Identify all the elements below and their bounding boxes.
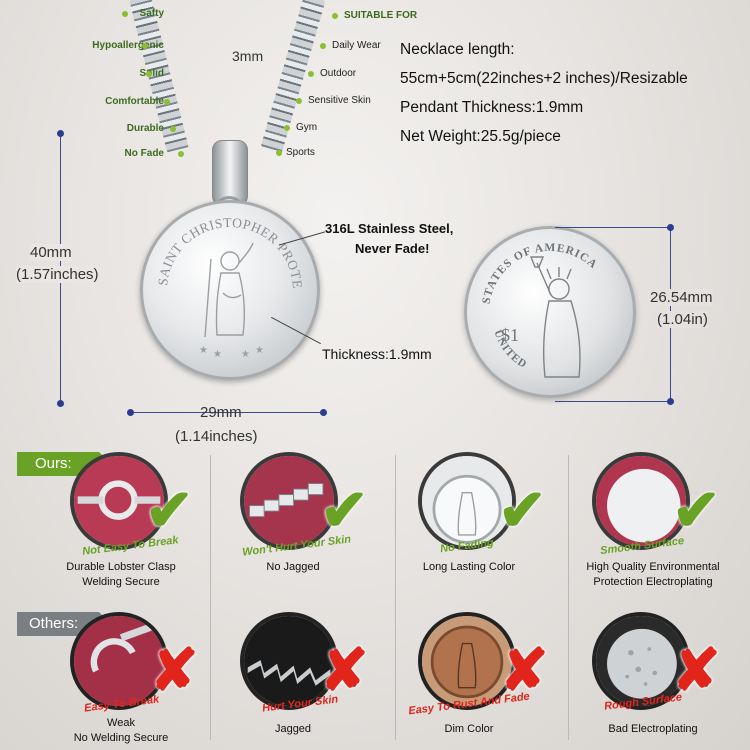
feature-dot [332,13,338,19]
width-dot-right [320,409,327,416]
width-dot-left [127,409,134,416]
coin-diameter-mm: 26.54mm [650,289,713,306]
spec-length-title: Necklace length: [400,41,515,58]
svg-text:★: ★ [199,345,208,356]
feature-safety: Safty [139,8,164,19]
feature-dot [320,43,326,49]
others-thumb-clasp [70,612,168,710]
pendant-width-mm: 29mm [200,404,242,421]
feature-durable: Durable [126,123,164,134]
rough-surface-image [596,616,686,706]
ours-caption-chain: No Jagged [266,561,320,573]
pendant-bail [212,140,248,206]
suitable-sports: Sports [286,147,315,158]
others-thumb-color [418,612,516,710]
check-icon: ✔ [145,478,194,543]
feature-comfortable: Comfortable [105,96,164,107]
coin-line-bottom [555,401,673,402]
others-caption-surface: Bad Electroplating [608,723,698,735]
ours-caption-color: Long Lasting Color [422,561,516,573]
feature-dot [170,126,176,132]
others-caption-chain: Jagged [274,723,312,735]
pendant-height-in: (1.57inches) [16,266,99,283]
pendant-width-in: (1.14inches) [175,428,258,445]
coin-ring-text: STATES OF AMERICA [481,242,599,305]
others-thumb-chain [240,612,338,710]
dollar-coin-reference: STATES OF AMERICA UNITED $1 [464,226,636,398]
spec-length-value: 55cm+5cm(22inches+2 inches)/Resizable [400,70,688,87]
check-icon: ✔ [498,478,547,543]
feature-dot [146,71,152,77]
cross-icon: ✘ [672,638,721,703]
broken-clasp-image [74,616,164,706]
feature-dot [164,99,170,105]
saint-christopher-pendant: SAINT CHRISTOPHER PROTECT US ★ ★ ★ ★ [138,191,320,380]
width-line [130,412,325,413]
others-caption-color: Dim Color [444,723,494,735]
spec-thickness: Pendant Thickness:1.9mm [400,99,584,116]
height-dot-top [57,130,64,137]
feature-no-fade: No Fade [124,148,164,159]
feature-dot [122,11,128,17]
feature-dot [276,150,282,156]
clasp-image [74,456,164,546]
svg-text:★: ★ [213,349,222,360]
chain-width-label: 3mm [232,48,264,64]
material-line1: 316L Stainless Steel, [325,221,454,236]
column-divider [210,455,211,740]
coin-value: $1 [501,325,519,345]
pendant-thickness-label: Thickness:1.9mm [322,346,432,362]
pendant-ring-text: SAINT CHRISTOPHER PROTECT US [138,191,305,289]
feature-dot [178,151,184,157]
svg-text:★: ★ [241,349,250,360]
cross-icon: ✘ [320,638,369,703]
ours-thumb-color [418,452,516,550]
cross-icon: ✘ [500,638,549,703]
spec-weight: Net Weight:25.5g/piece [400,128,561,145]
smooth-chain-image [244,456,334,546]
others-caption-clasp: Weak No Welding Secure [73,717,169,744]
feature-hypoallergenic: Hypoallergenic [92,40,164,51]
material-line2: Never Fade! [355,241,430,256]
pendant-height-mm: 40mm [30,244,72,261]
height-dot-bottom [57,400,64,407]
feature-dot [296,98,302,104]
suitable-daily-wear: Daily Wear [332,40,381,51]
feature-dot [284,125,290,131]
check-icon: ✔ [320,478,369,543]
suitable-gym: Gym [296,122,318,133]
feature-dot [142,43,148,49]
coin-diameter-in: (1.04in) [657,311,708,328]
svg-text:SAINT CHRISTOPHER PROTECT US: SAINT CHRISTOPHER PROTECT US [143,203,305,289]
pendant-engraving: SAINT CHRISTOPHER PROTECT US ★ ★ ★ ★ [138,191,305,360]
ours-thumb-clasp [70,452,168,550]
others-thumb-surface [592,612,690,710]
coin-line-top [555,227,673,228]
coin-dot-bottom [667,398,674,405]
cross-icon: ✘ [150,638,199,703]
svg-text:★: ★ [255,345,264,356]
column-divider [395,455,396,740]
faded-pendant-image [422,616,512,706]
suitable-for-title: SUITABLE FOR [344,10,418,21]
ours-caption-clasp: Durable Lobster Clasp Welding Secure [66,561,176,588]
suitable-sensitive-skin: Sensitive Skin [308,95,371,106]
ours-caption-surface: High Quality Environmental Protection El… [586,561,720,588]
column-divider [568,455,569,740]
jagged-chain-image [244,616,334,706]
coin-dot-top [667,224,674,231]
ours-thumb-chain [240,452,338,550]
feature-dot [308,71,314,77]
ours-thumb-surface [592,452,690,550]
smooth-surface-image [596,456,686,546]
coin-engraving: STATES OF AMERICA UNITED $1 [481,242,600,378]
svg-text:STATES OF AMERICA: STATES OF AMERICA [481,242,600,305]
suitable-outdoor: Outdoor [320,68,357,79]
check-icon: ✔ [672,478,721,543]
shiny-pendant-image [422,456,512,546]
